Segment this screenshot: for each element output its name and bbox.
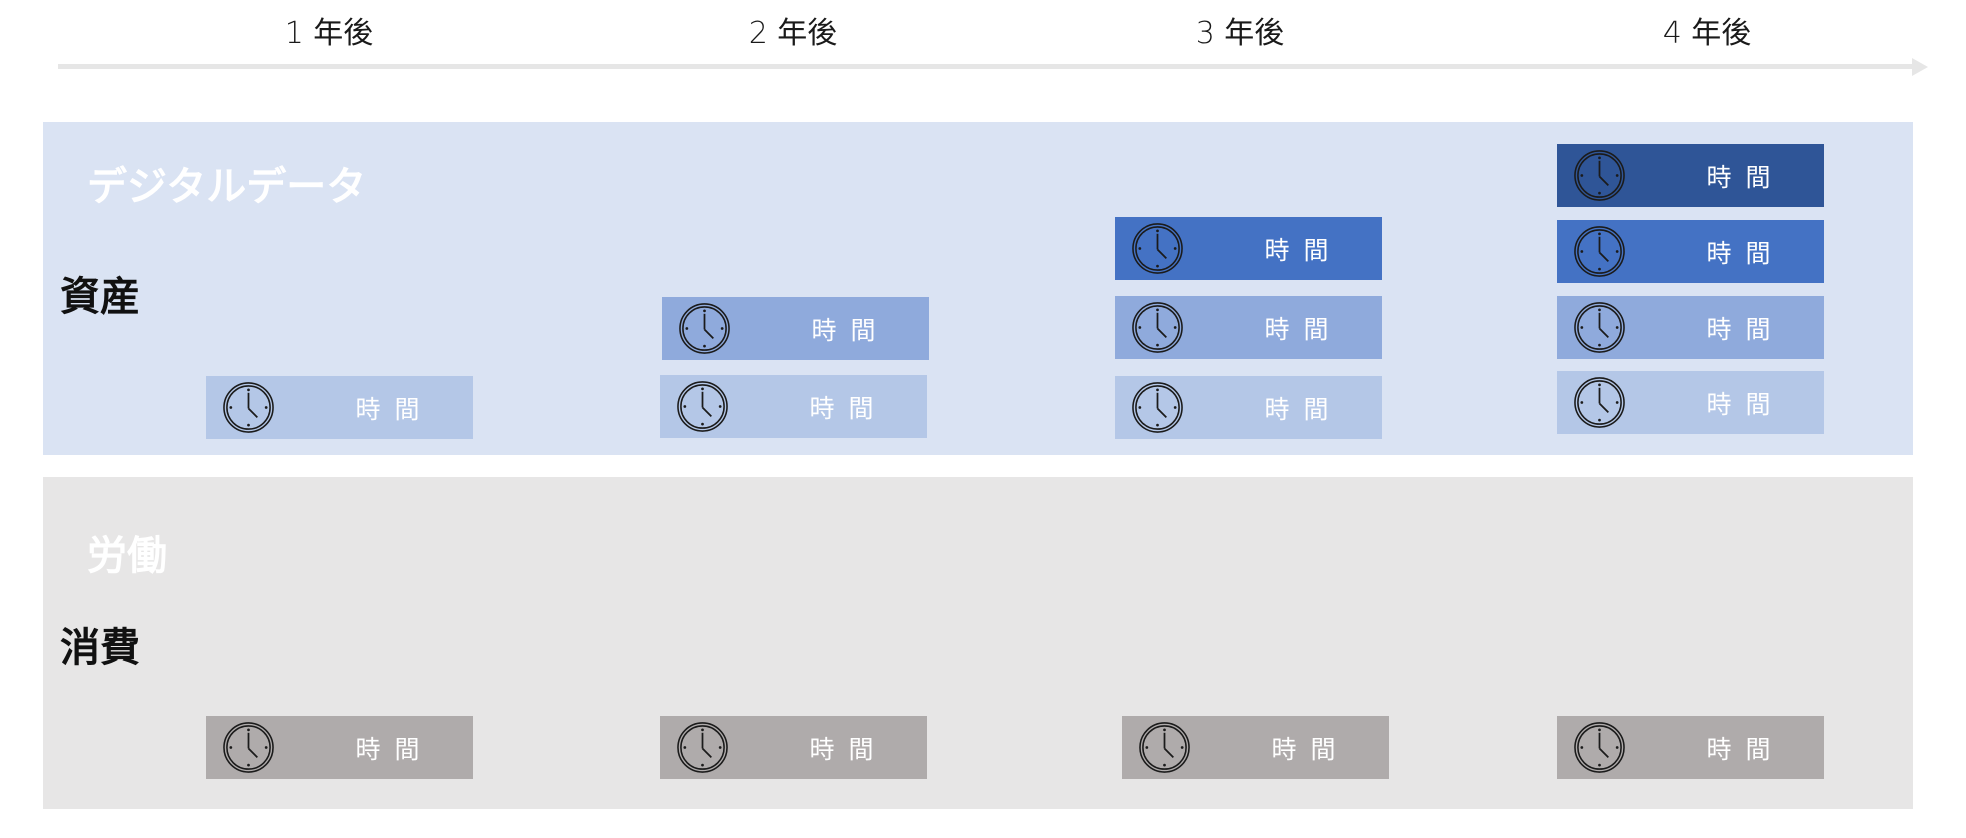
time-block-label: 時間 (1271, 734, 1350, 764)
digital-time-block-year4: 時間 (1557, 220, 1824, 283)
digital-time-block-year1: 時間 (206, 376, 473, 439)
clock-icon (1574, 150, 1625, 201)
clock-icon (1132, 302, 1183, 353)
clock-icon (1574, 226, 1625, 277)
panel-label-consumption: 消費 (60, 625, 140, 671)
time-block-label: 時間 (1264, 314, 1343, 344)
clock-icon (1574, 302, 1625, 353)
time-block-label: 時間 (1706, 238, 1785, 268)
clock-icon (1574, 377, 1625, 428)
digital-time-block-year4: 時間 (1557, 296, 1824, 359)
clock-icon (679, 303, 730, 354)
digital-time-block-year3: 時間 (1115, 296, 1382, 359)
time-block-label: 時間 (811, 315, 890, 345)
labor-time-block-year3: 時間 (1122, 716, 1389, 779)
clock-icon (223, 382, 274, 433)
arrow-right-icon (1912, 58, 1928, 76)
time-block-label: 時間 (1706, 162, 1785, 192)
labor-time-block-year2: 時間 (660, 716, 927, 779)
clock-icon (223, 722, 274, 773)
panel-label-assets: 資産 (60, 274, 140, 320)
time-block-label: 時間 (809, 734, 888, 764)
timeline-axis (58, 64, 1916, 69)
digital-time-block-year2: 時間 (660, 375, 927, 438)
clock-icon (1139, 722, 1190, 773)
labor-time-block-year1: 時間 (206, 716, 473, 779)
digital-time-block-year3: 時間 (1115, 376, 1382, 439)
digital-time-block-year3: 時間 (1115, 217, 1382, 280)
time-block-label: 時間 (355, 394, 434, 424)
time-block-label: 時間 (355, 734, 434, 764)
digital-time-block-year2: 時間 (662, 297, 929, 360)
panel-title-digital: デジタルデータ (87, 164, 367, 210)
clock-icon (1132, 382, 1183, 433)
time-block-label: 時間 (809, 393, 888, 423)
time-block-label: 時間 (1264, 394, 1343, 424)
year-label-3: 3 年後 (1195, 16, 1285, 51)
time-block-label: 時間 (1706, 734, 1785, 764)
labor-time-block-year4: 時間 (1557, 716, 1824, 779)
digital-time-block-year4: 時間 (1557, 371, 1824, 434)
clock-icon (1132, 223, 1183, 274)
time-block-label: 時間 (1706, 314, 1785, 344)
year-label-4: 4 年後 (1662, 16, 1752, 51)
panel-title-labor: 労働 (87, 533, 167, 579)
year-label-2: 2 年後 (748, 16, 838, 51)
clock-icon (677, 722, 728, 773)
year-label-1: 1 年後 (284, 16, 374, 51)
clock-icon (677, 381, 728, 432)
time-block-label: 時間 (1264, 235, 1343, 265)
clock-icon (1574, 722, 1625, 773)
time-block-label: 時間 (1706, 389, 1785, 419)
digital-time-block-year4: 時間 (1557, 144, 1824, 207)
